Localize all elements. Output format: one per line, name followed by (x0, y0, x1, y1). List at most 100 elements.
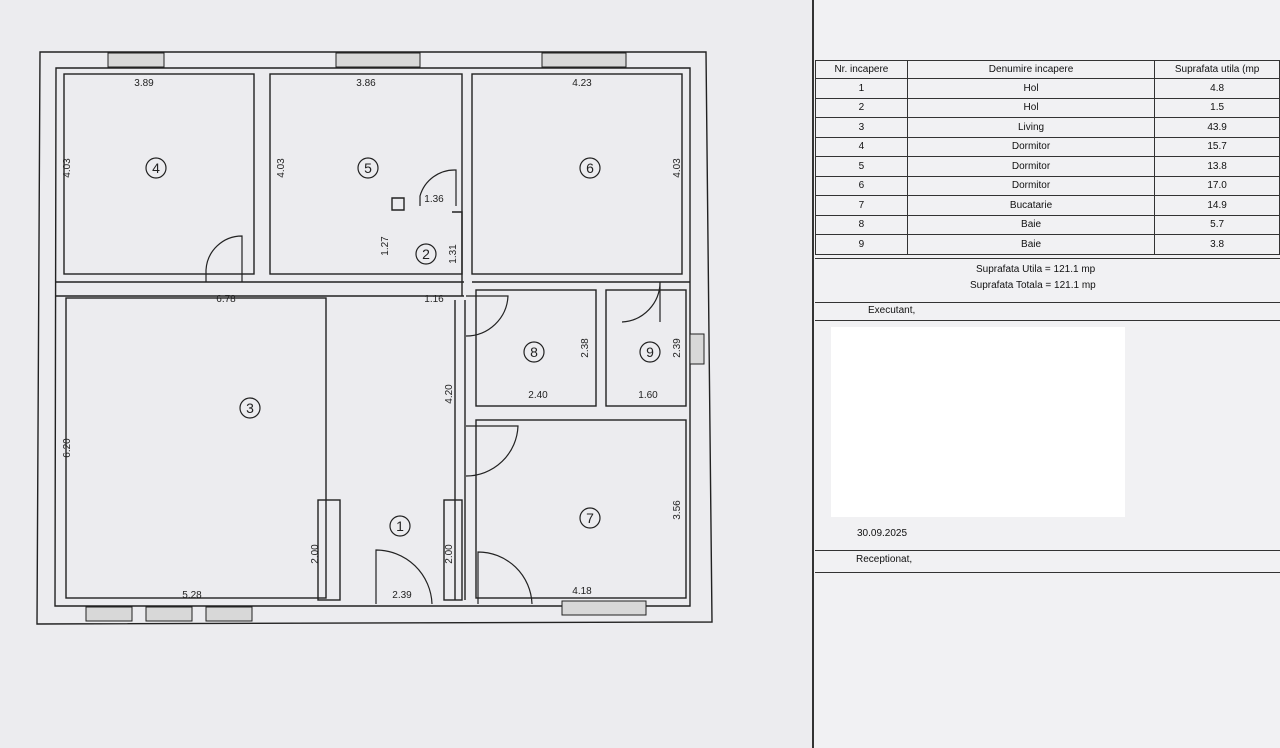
dimension-label: 1.31 (448, 244, 459, 264)
dimension-label: 2.40 (528, 390, 548, 401)
table-cell: 2 (815, 97, 908, 118)
column-header: Suprafata utila (mp (1154, 60, 1280, 79)
dimension-label: 6.78 (216, 294, 236, 305)
window-icon (85, 606, 133, 622)
table-cell: 9 (815, 234, 908, 255)
room-number-circle (523, 341, 545, 363)
table-cell: 14.9 (1154, 195, 1280, 216)
room-number: 7 (586, 510, 594, 526)
room-number: 5 (364, 160, 372, 176)
sheet-divider (812, 0, 814, 748)
door-icon (205, 235, 243, 282)
room-5-outline (269, 73, 463, 275)
dimension-label: 4.18 (572, 586, 592, 597)
room-number-circle (145, 157, 167, 179)
room-number-circle (389, 515, 411, 537)
room-3-outline (65, 297, 327, 599)
room-number: 4 (152, 160, 160, 176)
room-number-circle (639, 341, 661, 363)
table-cell: 1.5 (1154, 97, 1280, 118)
executant-label: Executant, (868, 305, 916, 316)
window-icon (145, 606, 193, 622)
door-icon (465, 295, 509, 337)
table-cell: 13.8 (1154, 156, 1280, 177)
dimension-label: 2.38 (580, 338, 591, 358)
room-number-circle (357, 157, 379, 179)
table-cell: Hol (906, 78, 1156, 99)
room-table: Nr. incapere Denumire incapere Suprafata… (815, 60, 1280, 255)
summary-utila: Suprafata Utila = 121.1 mp (976, 264, 1096, 275)
room-number: 9 (646, 344, 654, 360)
room-8-outline (475, 289, 597, 407)
dimension-label: 3.86 (356, 78, 376, 89)
dimension-label: 2.00 (310, 544, 321, 564)
divider-line (815, 258, 1280, 259)
table-cell: 4 (815, 136, 908, 157)
column-header: Denumire incapere (906, 60, 1156, 79)
window-icon (541, 52, 627, 68)
door-icon (621, 281, 661, 323)
window-icon (335, 52, 421, 68)
table-cell: 7 (815, 195, 908, 216)
room-number: 3 (246, 400, 254, 416)
table-cell: 6 (815, 175, 908, 196)
room-number-circle (415, 243, 437, 265)
wall-stub (317, 499, 341, 601)
dimension-label: 4.23 (572, 78, 592, 89)
window-icon (561, 600, 647, 616)
outer-wall-inner (54, 67, 691, 607)
divider-line (815, 572, 1280, 573)
window-icon (107, 52, 165, 68)
outer-wall-outer (36, 51, 713, 625)
table-cell: 15.7 (1154, 136, 1280, 157)
table-cell: Dormitor (906, 175, 1156, 196)
door-icon (419, 169, 457, 206)
floor-plan-drawing: 3.89 3.86 4.23 4.03 4.03 4.03 1.36 1.27 … (36, 51, 713, 625)
table-cell: Bucatarie (906, 195, 1156, 216)
dimension-label: 2.39 (672, 338, 683, 358)
room-number-circle (579, 157, 601, 179)
floor-plan-area: 3.89 3.86 4.23 4.03 4.03 4.03 1.36 1.27 … (36, 51, 713, 625)
receptionat-label: Receptionat, (856, 554, 913, 565)
table-cell: Baie (906, 234, 1156, 255)
redacted-stamp-area (831, 327, 1125, 517)
table-cell: Baie (906, 214, 1156, 235)
dimension-label: 1.27 (380, 236, 391, 256)
dimension-label: 4.03 (672, 158, 683, 178)
dimension-label: 3.56 (672, 500, 683, 520)
door-icon (465, 425, 519, 477)
room-7-outline (475, 419, 687, 599)
table-cell: 3 (815, 117, 908, 138)
room-number: 2 (422, 246, 430, 262)
table-header-row: Nr. incapere Denumire incapere Suprafata… (815, 60, 1280, 79)
column-header: Nr. incapere (815, 60, 908, 79)
summary-totala: Suprafata Totala = 121.1 mp (970, 280, 1096, 291)
window-icon (689, 333, 705, 365)
room-number-circle (239, 397, 261, 419)
dimension-label: 4.03 (276, 158, 287, 178)
room-4-outline (63, 73, 255, 275)
dimension-label: 1.16 (424, 294, 444, 305)
table-cell: 1 (815, 78, 908, 99)
table-cell: 5 (815, 156, 908, 177)
table-cell: Living (906, 117, 1156, 138)
dimension-label: 2.00 (444, 544, 455, 564)
room-number: 8 (530, 344, 538, 360)
dimension-label: 1.36 (424, 194, 444, 205)
divider-line (815, 550, 1280, 551)
room-number-circle (579, 507, 601, 529)
table-cell: 8 (815, 214, 908, 235)
dimension-label: 4.20 (444, 384, 455, 404)
table-cell: 43.9 (1154, 117, 1280, 138)
wall-stub (391, 197, 405, 211)
wall-stub (452, 211, 463, 296)
